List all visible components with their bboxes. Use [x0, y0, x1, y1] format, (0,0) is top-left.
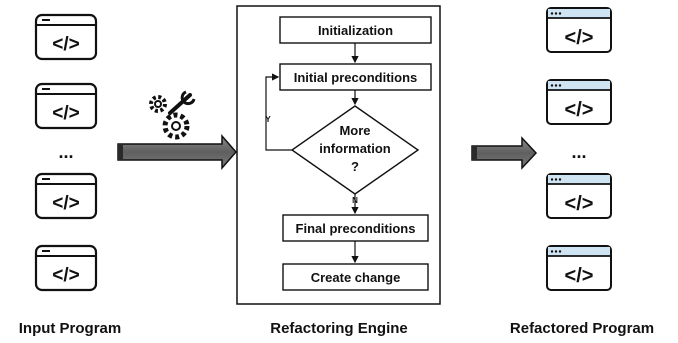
- final-preconditions-step: Final preconditions: [282, 214, 429, 242]
- svg-text:Final preconditions: Final preconditions: [296, 221, 416, 236]
- create-change-step: Create change: [282, 263, 429, 291]
- code-icon: </>: [52, 34, 79, 55]
- code-icon: </>: [565, 99, 594, 121]
- svg-text:information: information: [319, 141, 391, 156]
- output-file-3: </>: [546, 173, 612, 219]
- no-label: N: [352, 196, 358, 205]
- svg-text:?: ?: [351, 159, 359, 174]
- input-file-2: </>: [34, 82, 98, 130]
- svg-text:Create change: Create change: [311, 270, 401, 285]
- refactoring-engine-label: Refactoring Engine: [270, 320, 408, 337]
- output-ellipsis: ...: [571, 142, 586, 162]
- input-file-4: </>: [34, 244, 98, 292]
- input-file-1: </>: [34, 13, 98, 61]
- init-step: Initialization: [279, 16, 432, 44]
- code-icon: </>: [52, 265, 79, 286]
- engine-to-output-arrow: [471, 136, 538, 170]
- yes-label: Y: [265, 115, 271, 124]
- initial-preconditions-step: Initial preconditions: [279, 63, 432, 91]
- svg-text:More: More: [339, 123, 370, 138]
- output-file-1: </>: [546, 7, 612, 53]
- more-information-decision: More information ?: [290, 105, 420, 195]
- input-program-label: Input Program: [19, 320, 122, 337]
- output-file-2: </>: [546, 79, 612, 125]
- yes-loop-arrow: [265, 73, 292, 151]
- svg-text:Initialization: Initialization: [318, 23, 393, 38]
- refactored-program-label: Refactored Program: [510, 320, 654, 337]
- output-file-4: </>: [546, 245, 612, 291]
- gears-wrench-icon: [149, 90, 196, 140]
- code-icon: </>: [52, 193, 79, 214]
- code-icon: </>: [565, 193, 594, 215]
- input-file-3: </>: [34, 172, 98, 220]
- code-icon: </>: [565, 265, 594, 287]
- svg-text:Initial preconditions: Initial preconditions: [294, 70, 418, 85]
- input-to-engine-arrow: [117, 134, 237, 170]
- code-icon: </>: [52, 103, 79, 124]
- input-ellipsis: ...: [58, 142, 73, 162]
- code-icon: </>: [565, 27, 594, 49]
